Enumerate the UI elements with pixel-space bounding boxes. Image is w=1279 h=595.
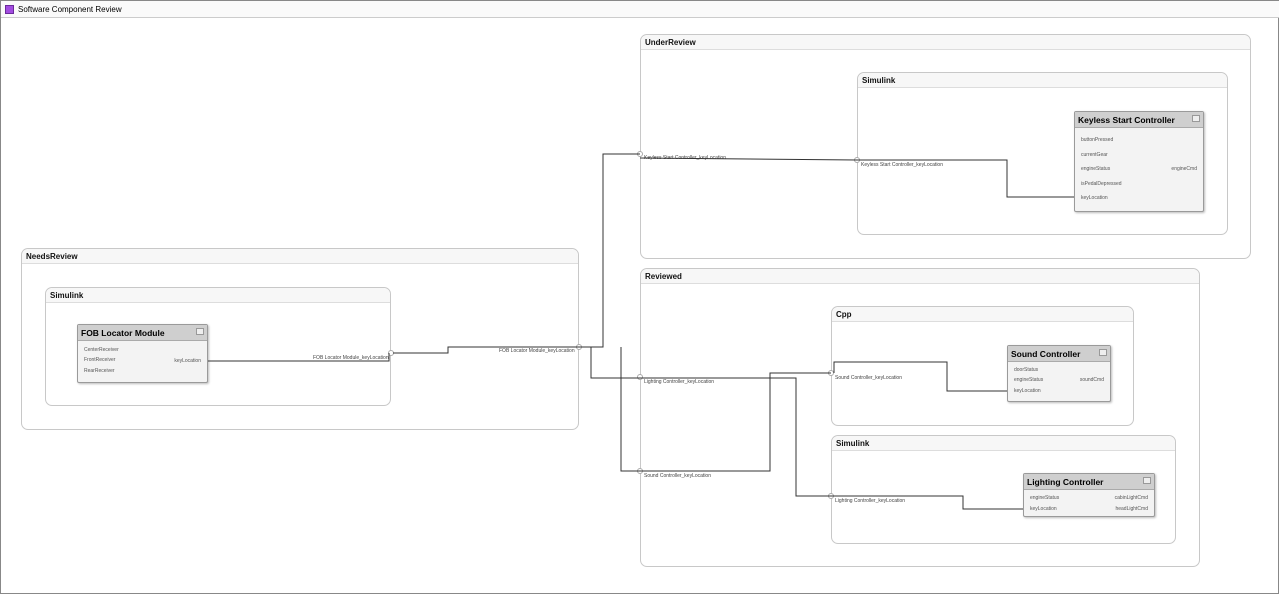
port-label: Lighting Controller_keyLocation (835, 498, 906, 504)
port-in[interactable]: doorStatus (1014, 367, 1039, 373)
port-out[interactable]: soundCmd (1079, 377, 1104, 383)
block-menu-icon[interactable] (1099, 349, 1107, 356)
group-title: NeedsReview (22, 249, 578, 264)
block-title: Sound Controller (1011, 349, 1081, 359)
port-in[interactable]: currentGear (1081, 152, 1108, 158)
port-in[interactable]: keyLocation (1081, 195, 1108, 201)
port-label: Sound Controller_keyLocation (644, 473, 711, 479)
block-title: Keyless Start Controller (1078, 115, 1175, 125)
group-title: Simulink (858, 73, 1227, 88)
boundary-port[interactable] (576, 344, 582, 350)
boundary-port[interactable] (637, 468, 643, 474)
wire-to-sound (620, 347, 640, 472)
port-label: Lighting Controller_keyLocation (644, 379, 715, 385)
boundary-port[interactable] (637, 151, 643, 157)
wire-to-keyless (579, 153, 640, 348)
port-label: FOB Locator Module_keyLocation (499, 348, 575, 354)
port-in[interactable]: engineStatus (1081, 166, 1111, 172)
block-menu-icon[interactable] (1192, 115, 1200, 122)
port-label: Keyless Start Controller_keyLocation (861, 162, 943, 168)
port-out[interactable]: cabinLightCmd (1114, 495, 1148, 501)
window-title-bar: Software Component Review (1, 1, 1279, 18)
port-in[interactable]: keyLocation (1030, 506, 1057, 512)
block-menu-icon[interactable] (1143, 477, 1151, 484)
window-title: Software Component Review (18, 4, 122, 14)
group-title: Simulink (46, 288, 390, 303)
model-icon (5, 4, 14, 14)
wire-to-lighting (590, 347, 640, 379)
port-in[interactable]: engineStatus (1030, 495, 1060, 501)
port-in[interactable]: RearReceiver (84, 368, 115, 374)
block-sound-controller[interactable]: Sound Controller doorStatus engineStatus… (1007, 345, 1111, 402)
port-label: Keyless Start Controller_keyLocation (644, 155, 726, 161)
boundary-port[interactable] (828, 493, 834, 499)
block-keyless-start-controller[interactable]: Keyless Start Controller buttonPressed c… (1074, 111, 1204, 212)
block-title: Lighting Controller (1027, 477, 1104, 487)
group-title: Cpp (832, 307, 1133, 322)
port-label: Sound Controller_keyLocation (835, 375, 902, 381)
port-in[interactable]: FrontReceiver (84, 357, 116, 363)
port-out[interactable]: headLightCmd (1115, 506, 1148, 512)
port-in[interactable]: CenterReceiver (84, 347, 119, 353)
boundary-port[interactable] (637, 374, 643, 380)
port-out[interactable]: engineCmd (1171, 166, 1197, 172)
block-fob-locator-module[interactable]: FOB Locator Module CenterReceiver FrontR… (77, 324, 208, 383)
group-simulink-left[interactable]: Simulink (45, 287, 391, 406)
group-simulink-lighting[interactable]: Simulink (831, 435, 1176, 544)
port-in[interactable]: keyLocation (1014, 388, 1041, 394)
port-label: FOB Locator Module_keyLocation (313, 355, 389, 361)
port-out[interactable]: keyLocation (174, 358, 201, 364)
group-title: UnderReview (641, 35, 1250, 50)
group-title: Simulink (832, 436, 1175, 451)
block-menu-icon[interactable] (196, 328, 204, 335)
port-in[interactable]: isPedalDepressed (1081, 181, 1122, 187)
boundary-port[interactable] (828, 370, 834, 376)
group-title: Reviewed (641, 269, 1199, 284)
port-in[interactable]: engineStatus (1014, 377, 1044, 383)
boundary-port[interactable] (854, 157, 860, 163)
block-lighting-controller[interactable]: Lighting Controller engineStatus keyLoca… (1023, 473, 1155, 517)
port-in[interactable]: buttonPressed (1081, 137, 1114, 143)
block-title: FOB Locator Module (81, 328, 165, 338)
boundary-port[interactable] (388, 350, 394, 356)
